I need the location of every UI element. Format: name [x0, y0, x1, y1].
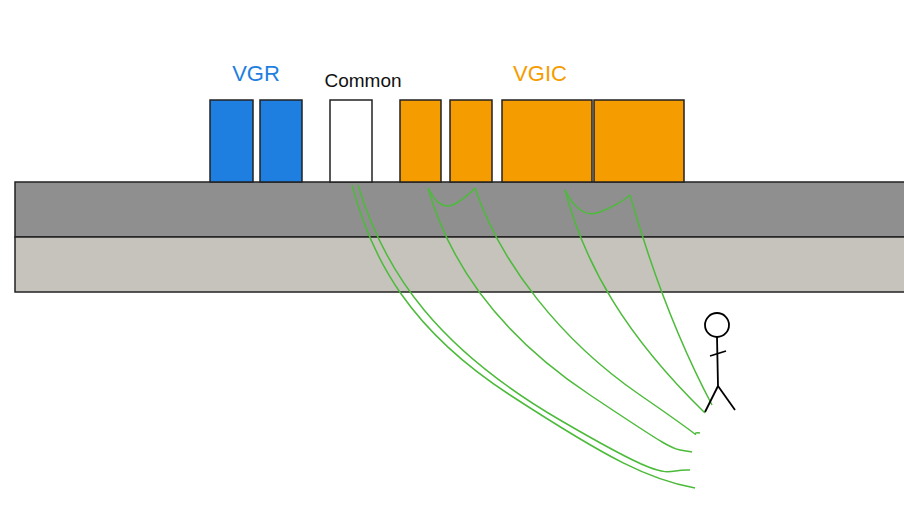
group-label: VGIC [513, 63, 567, 85]
vgic-box [594, 100, 684, 182]
vgr-box [260, 100, 302, 182]
vgic-box [400, 100, 441, 182]
vgic-box [450, 100, 492, 182]
signal-curves [352, 185, 712, 488]
lower-layer [15, 237, 904, 292]
stick-figure [705, 313, 735, 412]
common-box [330, 100, 372, 182]
group-label: Common [324, 71, 401, 90]
upper-layer [15, 182, 904, 237]
group-label: VGR [232, 63, 280, 85]
vgr-box [210, 100, 253, 182]
vgic-box [502, 100, 592, 182]
